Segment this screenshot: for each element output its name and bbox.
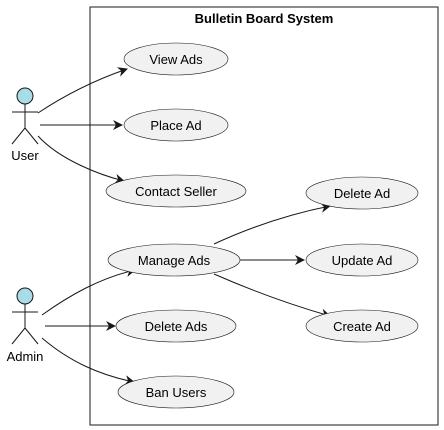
usecase-manage-ads-label: Manage Ads (138, 253, 211, 268)
edge-manage-delete-ad (213, 202, 331, 245)
usecase-manage-ads[interactable]: Manage Ads (107, 243, 241, 277)
actor-admin-leg-right (24, 327, 39, 345)
usecase-delete-ads[interactable]: Delete Ads (115, 309, 237, 343)
usecase-place-ad[interactable]: Place Ad (123, 108, 229, 142)
actor-user: User (11, 87, 39, 163)
usecase-update-ad[interactable]: Update Ad (305, 243, 419, 277)
actor-user-head-icon (16, 87, 34, 105)
actor-admin-label: Admin (7, 349, 44, 364)
system-boundary (89, 6, 439, 426)
system-title: Bulletin Board System (195, 11, 334, 26)
usecase-update-ad-label: Update Ad (332, 253, 393, 268)
usecase-place-ad-label: Place Ad (150, 118, 201, 133)
usecase-create-ad-label: Create Ad (333, 319, 391, 334)
edge-user-view-ads (37, 67, 128, 114)
actor-admin-head-icon (16, 287, 34, 305)
usecase-delete-ad-label: Delete Ad (334, 186, 390, 201)
edge-manage-create-ad (213, 273, 331, 319)
actor-admin-leg-left (11, 327, 26, 345)
usecase-contact-seller[interactable]: Contact Seller (105, 174, 247, 208)
usecase-ban-users-label: Ban Users (146, 385, 207, 400)
edge-admin-ban-users (41, 337, 135, 386)
usecase-delete-ad[interactable]: Delete Ad (305, 176, 419, 210)
usecase-view-ads-label: View Ads (149, 52, 203, 67)
usecase-contact-seller-label: Contact Seller (135, 184, 217, 199)
actor-user-leg-left (11, 127, 26, 145)
actor-user-leg-right (24, 127, 39, 145)
edge-admin-manage-ads (41, 267, 136, 316)
usecase-ban-users[interactable]: Ban Users (117, 375, 235, 409)
usecase-delete-ads-label: Delete Ads (145, 319, 208, 334)
edge-user-contact-seller (37, 135, 125, 184)
edges (37, 67, 331, 386)
usecase-view-ads[interactable]: View Ads (123, 42, 229, 76)
usecase-create-ad[interactable]: Create Ad (305, 309, 419, 343)
actor-user-label: User (11, 148, 39, 163)
actor-admin: Admin (7, 287, 44, 364)
